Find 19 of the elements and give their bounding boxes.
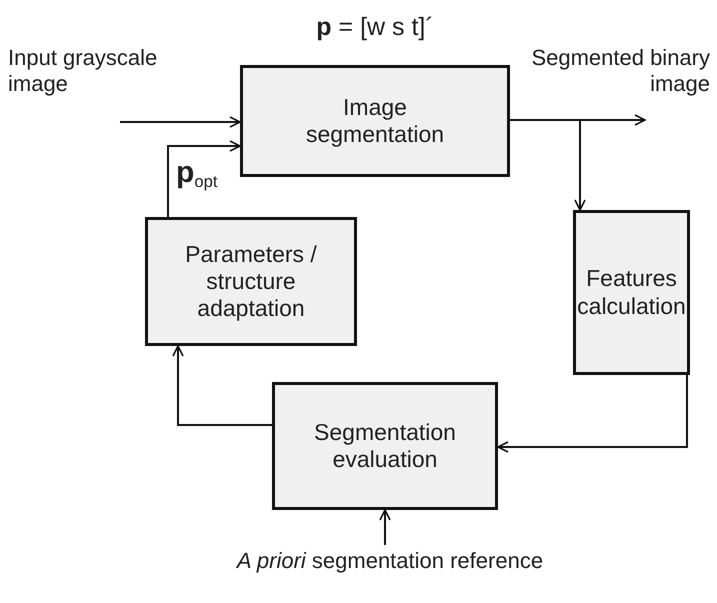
edge-label: p$_{opt}$ bbox=[176, 156, 218, 192]
process-box bbox=[573, 210, 690, 375]
process-box bbox=[272, 382, 498, 510]
output-label: Segmented binary image bbox=[530, 45, 710, 98]
arrow bbox=[167, 140, 241, 217]
arrow bbox=[120, 116, 241, 128]
arrow bbox=[379, 509, 391, 545]
process-box bbox=[240, 65, 510, 177]
reference-label: A priori segmentation reference bbox=[200, 545, 580, 577]
process-box bbox=[145, 217, 357, 346]
arrow bbox=[497, 375, 688, 453]
box-label: Image segmentation bbox=[304, 94, 446, 148]
input-label: Input grayscale image bbox=[8, 45, 158, 98]
arrow bbox=[510, 119, 586, 211]
parameter-vector-label: p = [w s t]´ bbox=[315, 13, 435, 42]
box-label: Parameters / structure adaptation bbox=[184, 240, 318, 322]
box-label: Segmentation evaluation bbox=[313, 418, 457, 474]
box-label: Features calculation bbox=[576, 265, 687, 320]
arrow bbox=[172, 345, 272, 426]
